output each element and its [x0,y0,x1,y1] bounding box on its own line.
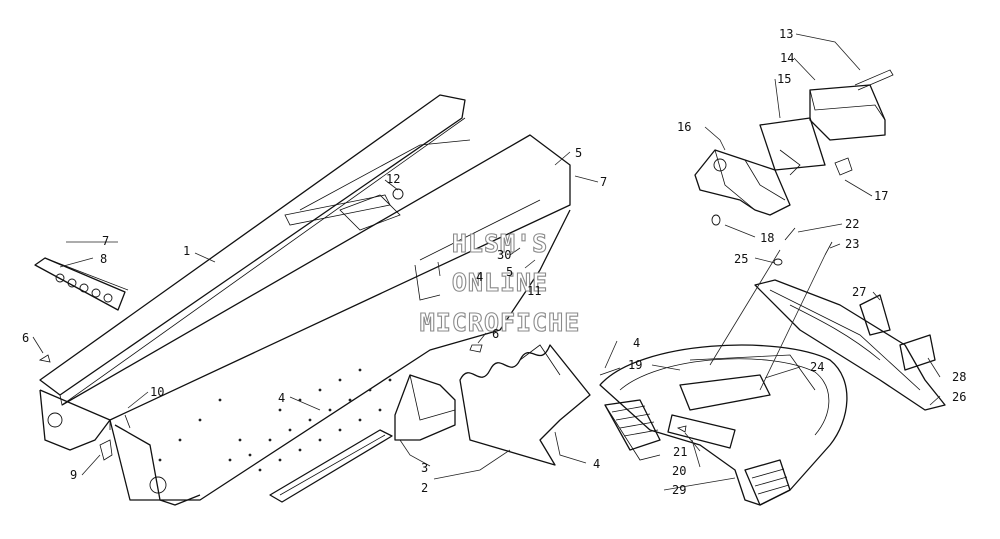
callout-6-a: 6 [22,331,29,345]
rivet-6a [38,354,51,363]
callout-4-c: 4 [633,336,640,350]
rivet-21 [676,425,687,433]
rivet-12 [392,188,404,200]
taillight-bezel [809,84,886,141]
washer-25 [773,258,783,266]
bumper-plate [667,414,736,449]
callout-15: 15 [777,72,791,86]
callout-4-a: 4 [278,391,285,405]
vent-bracket [34,257,129,311]
callout-13: 13 [779,27,793,41]
callout-28: 28 [952,370,966,384]
callout-21: 21 [673,445,687,459]
leader-lines [32,33,941,491]
rivet-9 [99,439,113,461]
callout-17: 17 [874,189,888,203]
decal-28 [899,334,936,371]
callout-7-a: 7 [102,234,109,248]
callout-3: 3 [421,461,428,475]
callout-20: 20 [672,464,686,478]
callout-26: 26 [952,390,966,404]
screw-13 [854,69,894,91]
rear-snow-flap [754,279,946,411]
grommet-18 [711,214,721,226]
rivet-6b [469,344,483,353]
callout-14: 14 [780,51,794,65]
screw-22 [784,227,796,241]
callout-22: 22 [845,217,859,231]
watermark-line-1: HLSM'S [452,229,548,258]
snow-flap [459,344,591,466]
callout-16: 16 [677,120,691,134]
taillight-lens [759,117,826,176]
callout-numbers: 1 2 3 4 4 4 4 5 5 6 6 7 7 8 9 10 11 12 1… [22,27,966,497]
callout-9: 9 [70,468,77,482]
bulb-17 [834,157,853,176]
callout-7-b: 7 [600,175,607,189]
taillight-housing [694,149,791,216]
callout-25: 25 [734,252,748,266]
callout-10: 10 [150,385,164,399]
callout-27: 27 [852,285,866,299]
callout-18: 18 [760,231,774,245]
callout-1: 1 [183,244,190,258]
screw-23 [824,241,833,256]
side-bracket [394,374,456,441]
callout-11: 11 [527,284,541,298]
callout-24: 24 [810,360,824,374]
callout-23: 23 [845,237,859,251]
tunnel-assembly [39,94,571,506]
screw-4a [599,367,621,376]
watermark-line-3: MICROFICHE [420,308,581,337]
callout-19: 19 [628,358,642,372]
rear-bumper [599,344,848,506]
callout-4-b: 4 [476,270,483,284]
perforation-dots [158,368,392,472]
callout-4-d: 4 [593,457,600,471]
callout-29: 29 [672,483,686,497]
callout-30: 30 [497,248,511,262]
watermark-line-2: ONLINE [452,268,548,297]
callout-8: 8 [100,252,107,266]
rivet-10 [124,414,131,429]
callout-5-b: 5 [506,265,513,279]
callout-5-a: 5 [575,146,582,160]
callout-2: 2 [421,481,428,495]
callout-6-b: 6 [492,327,499,341]
callout-12: 12 [386,172,400,186]
decal-27 [859,294,891,336]
watermark: HLSM'S ONLINE MICROFICHE [419,228,581,337]
